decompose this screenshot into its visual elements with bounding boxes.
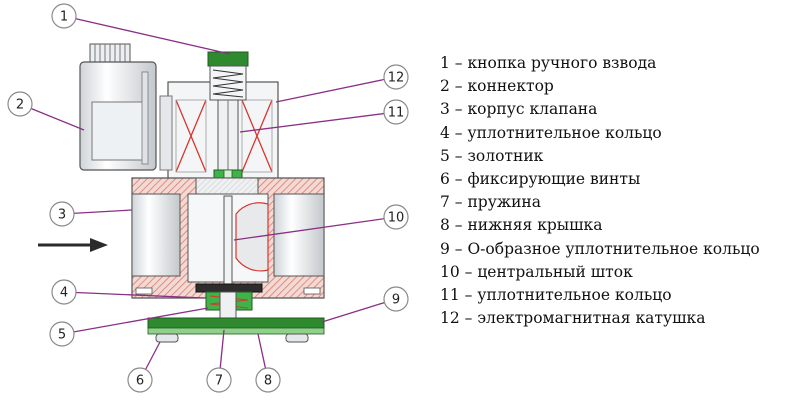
legend-item-10: 10 – центральный шток	[440, 262, 633, 281]
callout-circle-icon	[383, 286, 409, 312]
callout-circle-icon	[383, 64, 409, 90]
callout-circle-icon	[49, 321, 75, 347]
legend-item-1: 1 – кнопка ручного взвода	[440, 54, 657, 72]
legend-item-12: 12 – электромагнитная катушка	[440, 309, 706, 328]
callout-circle-icon	[49, 201, 75, 227]
legend-item-2: 2 – коннектор	[440, 77, 554, 96]
legend: 1 – кнопка ручного взвода 2 – коннектор …	[440, 52, 800, 330]
callout-number-11: 11	[388, 106, 405, 121]
callout-circle-icon	[51, 3, 77, 29]
callout-leader-11	[239, 111, 397, 133]
arrow-right-icon	[38, 238, 108, 252]
legend-item-5: 5 – золотник	[440, 146, 544, 165]
legend-item-3: 3 – корпус клапана	[440, 100, 598, 119]
callout-number-8: 8	[264, 374, 272, 389]
callout-leader-12	[275, 76, 397, 103]
callout-circle-icon	[206, 367, 232, 393]
callout-circle-icon	[255, 367, 281, 393]
callout-leader-1	[63, 15, 231, 55]
callout-leader-5	[61, 307, 209, 335]
callout-number-12: 12	[388, 71, 405, 86]
spool	[195, 283, 263, 321]
callout-number-7: 7	[215, 374, 223, 389]
callout-number-2: 2	[16, 98, 24, 113]
callout-leader-4	[63, 291, 205, 299]
callout-number-5: 5	[58, 328, 66, 343]
callout-leader-9	[321, 298, 397, 323]
central-stem	[223, 195, 233, 287]
legend-item-6: 6 – фиксирующие винты	[440, 169, 641, 188]
callout-number-4: 4	[60, 286, 68, 301]
callout-circle-icon	[383, 204, 409, 230]
callout-circle-icon	[7, 91, 33, 117]
connector	[79, 43, 157, 171]
callout-number-10: 10	[388, 211, 405, 226]
legend-item-7: 7 – пружина	[440, 193, 541, 212]
callout-number-6: 6	[136, 374, 144, 389]
legend-item-8: 8 – нижняя крышка	[440, 216, 603, 235]
callout-number-3: 3	[58, 208, 66, 223]
legend-item-4: 4 – уплотнительное кольцо	[440, 123, 662, 142]
callout-circle-icon	[383, 99, 409, 125]
callout-number-9: 9	[392, 293, 400, 308]
callout-circle-icon	[51, 279, 77, 305]
legend-item-9: 9 – О-образное уплотнительное кольцо	[440, 239, 760, 258]
callout-leader-10	[233, 216, 397, 241]
callout-number-1: 1	[60, 10, 68, 25]
bottom-cover	[147, 317, 325, 343]
callout-circle-icon	[127, 367, 153, 393]
legend-item-11: 11 – уплотнительное кольцо	[440, 285, 672, 304]
